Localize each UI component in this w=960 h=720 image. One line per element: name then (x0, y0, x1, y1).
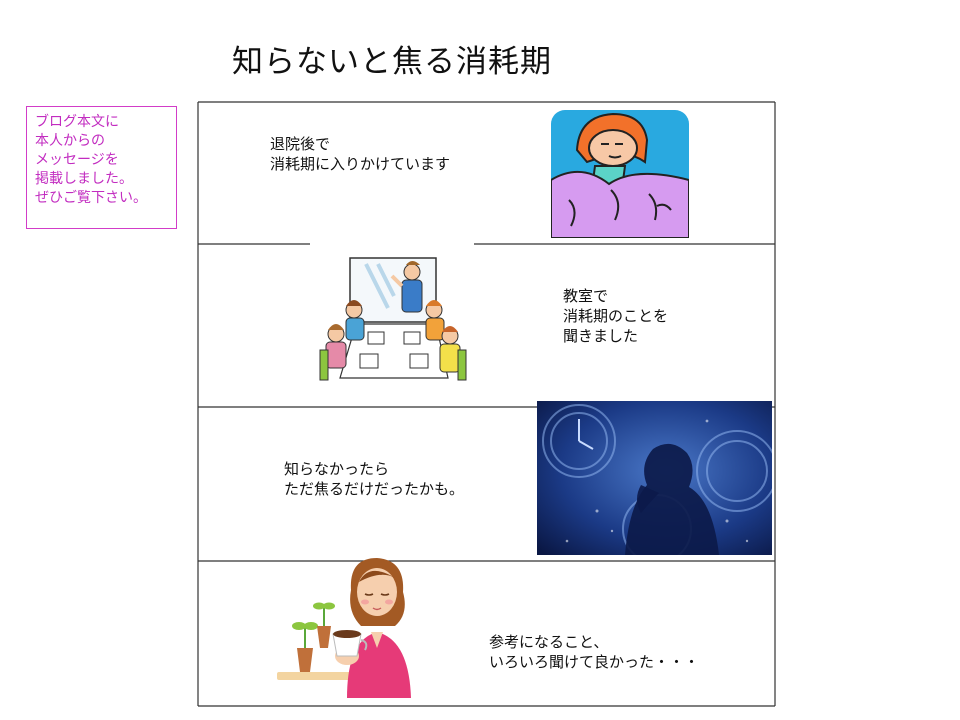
classroom-meeting-image (319, 257, 467, 381)
panel-4-text: 参考になること、 いろいろ聞けて良かった・・・ (489, 632, 699, 672)
panel-3-line: 知らなかったら (284, 460, 390, 478)
panel-2-text: 教室で 消耗期のことを 聞きました (563, 286, 668, 346)
note-line: ぜひご覧下さい。 (35, 190, 147, 206)
panel-4-line: いろいろ聞けて良かった・・・ (489, 653, 700, 671)
panel-1-line: 消耗期に入りかけています (270, 155, 451, 173)
note-line: メッセージを (35, 152, 119, 168)
panel-2-line: 教室で (563, 287, 609, 305)
panel-2-line: 聞きました (563, 327, 639, 345)
tired-woman-in-bed-image (551, 110, 689, 238)
panel-2-line: 消耗期のことを (563, 307, 669, 325)
panel-1-line: 退院後で (270, 135, 331, 153)
panel-4-line: 参考になること、 (489, 633, 609, 651)
blog-note-box: ブログ本文に 本人からの メッセージを 掲載しました。 ぜひご覧下さい。 (26, 106, 177, 229)
anxious-person-clocks-image (537, 401, 772, 555)
panel-1-text: 退院後で 消耗期に入りかけています (270, 134, 450, 174)
note-line: 掲載しました。 (35, 171, 133, 187)
page-title: 知らないと焦る消耗期 (232, 44, 552, 80)
woman-with-coffee-image (277, 558, 411, 698)
note-line: 本人からの (35, 133, 105, 149)
panel-3-text: 知らなかったら ただ焦るだけだったかも。 (284, 459, 464, 499)
note-line: ブログ本文に (35, 114, 119, 130)
panel-3-line: ただ焦るだけだったかも。 (284, 480, 465, 498)
